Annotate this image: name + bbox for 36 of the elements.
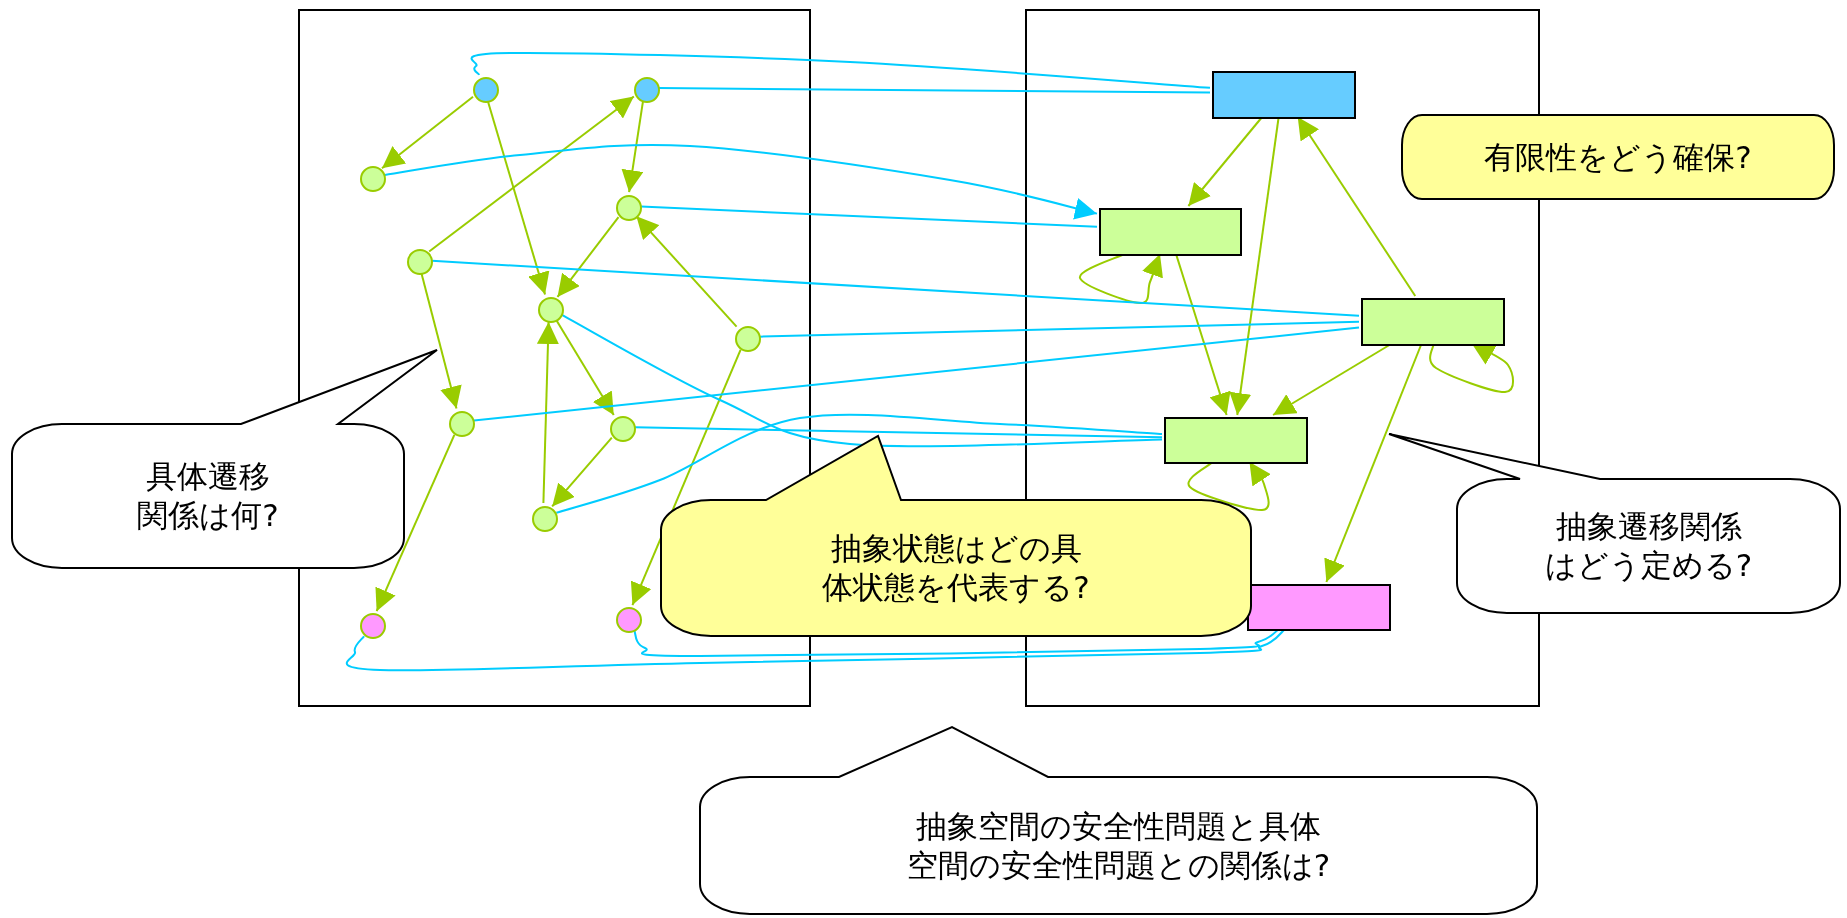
arrow <box>635 215 738 328</box>
state-box <box>1099 208 1242 256</box>
state-box <box>1212 71 1356 119</box>
arrow <box>551 436 613 508</box>
question-text: 有限性をどう確保? <box>1484 137 1752 177</box>
arrow <box>486 100 550 296</box>
arrow <box>383 143 1098 220</box>
question-text: 抽象空間の安全性問題と具体空間の安全性問題との関係は? <box>905 806 1332 885</box>
state-box <box>1361 298 1505 346</box>
question-text: 具体遷移関係は何? <box>136 457 280 535</box>
arrow <box>428 95 635 253</box>
arrow <box>1187 116 1264 207</box>
arrow <box>1079 253 1164 304</box>
arrow <box>630 348 742 607</box>
arrow <box>375 433 456 613</box>
speech-bubble <box>1386 431 1843 616</box>
arrow <box>1324 343 1423 583</box>
arrow <box>556 216 620 298</box>
arrow <box>420 272 462 410</box>
state-box <box>1164 417 1308 464</box>
speech-bubble <box>1399 112 1837 202</box>
arrow <box>1229 116 1280 416</box>
speech-bubble <box>658 433 1254 639</box>
question-text: 抽象状態はどの具体状態を代表する? <box>821 529 1091 607</box>
arrow <box>1187 461 1272 511</box>
arrow <box>536 321 559 504</box>
arrow <box>555 319 615 416</box>
arrow <box>621 100 644 194</box>
question-text: 抽象遷移関係はどう定める? <box>1543 507 1754 585</box>
speech-bubble <box>9 347 440 571</box>
state-box <box>1247 584 1391 631</box>
speech-bubble <box>697 724 1540 917</box>
arrow <box>1296 116 1417 297</box>
arrow <box>1175 253 1231 416</box>
arrow <box>381 95 474 170</box>
arrow <box>1429 343 1515 393</box>
